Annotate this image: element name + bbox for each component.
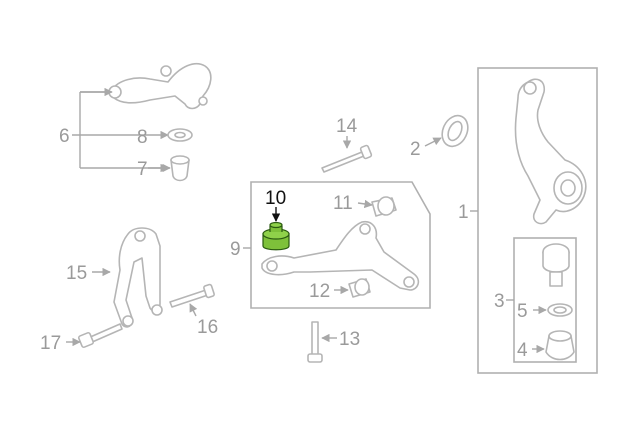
callout-16[interactable]: 16 <box>197 317 218 338</box>
bushing-part-7 <box>170 155 190 182</box>
lower-arm-assembly-box: 9 11 12 10 <box>230 181 431 309</box>
callout-9[interactable]: 9 <box>230 239 241 260</box>
snap-ring-part-5 <box>547 303 573 317</box>
bushing-part-12 <box>348 278 371 298</box>
callout-12[interactable]: 12 <box>309 281 330 302</box>
highlighted-bushing-part-10[interactable] <box>262 221 290 251</box>
boot-part-4 <box>545 330 575 361</box>
callout-7[interactable]: 7 <box>137 159 148 180</box>
bolt-part-13: 13 <box>307 321 360 363</box>
callout-13[interactable]: 13 <box>339 329 360 350</box>
bolt-part-17 <box>77 323 123 349</box>
callout-4[interactable]: 4 <box>517 340 528 361</box>
lower-knuckle-arm-part <box>113 227 161 328</box>
callout-17[interactable]: 17 <box>40 333 61 354</box>
washer-part-8 <box>167 128 193 142</box>
knuckle-assembly-box: 1 3 5 4 <box>458 67 598 374</box>
callout-6[interactable]: 6 <box>59 126 70 147</box>
callout-5[interactable]: 5 <box>517 301 528 322</box>
upper-control-arm-part <box>111 62 212 110</box>
bushing-part-11 <box>371 196 397 217</box>
lower-control-arm-part <box>261 220 420 291</box>
callout-11[interactable]: 11 <box>333 193 353 214</box>
seal-part-2: 2 <box>410 114 469 160</box>
callout-14[interactable]: 14 <box>336 116 358 137</box>
bolt-part-14: 14 <box>321 116 373 173</box>
callout-15[interactable]: 15 <box>66 263 87 284</box>
upper-control-arm-group: 6 8 7 <box>59 62 212 182</box>
bolt-part-16 <box>169 283 215 308</box>
callout-1[interactable]: 1 <box>458 202 469 223</box>
callout-3[interactable]: 3 <box>494 291 505 312</box>
lower-knuckle-arm-group: 15 16 17 <box>40 227 218 354</box>
ball-joint-part <box>542 243 570 287</box>
callout-10[interactable]: 10 <box>265 188 286 209</box>
callout-2[interactable]: 2 <box>410 139 421 160</box>
callout-8[interactable]: 8 <box>137 127 148 148</box>
